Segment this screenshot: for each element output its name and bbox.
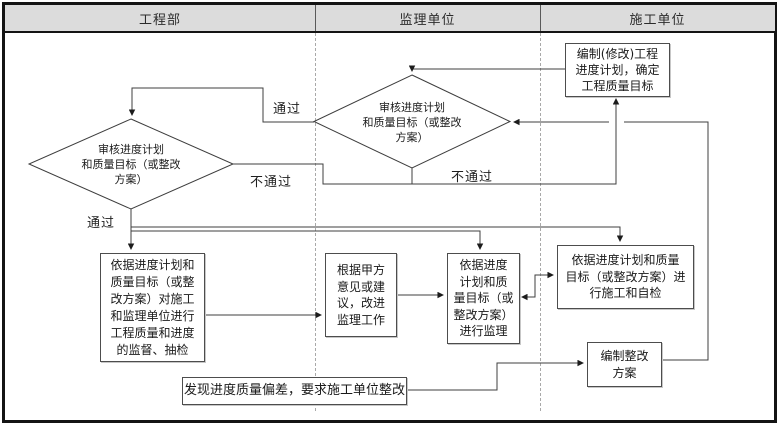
node-advice: 根据甲方 意见或建 议，改进 监理工作 (325, 253, 397, 337)
connector-branch-to-construct (131, 226, 624, 242)
swimlane-header: 工程部 监理单位 施工单位 (5, 5, 775, 33)
lane-divider-2 (540, 33, 541, 411)
connector-pass-to-dept-review (128, 87, 314, 123)
decision-dept-label: 审核进度计划 和质量目标（或整改 方案） (81, 142, 181, 186)
connector-rectify-up (624, 121, 709, 361)
decision-diamond-dept (27, 118, 235, 210)
connector-branch-to-supervise-per-plan (131, 230, 484, 250)
node-deviation: 发现进度质量偏差，要求施工单位整改 (182, 377, 407, 405)
node-supervise: 依据进度计划和 质量目标（或整 改方案）对施工 和监理单位进行 工程质量和进度 … (100, 253, 205, 362)
header-divider-2 (540, 5, 541, 31)
connector-deviation-to-rectify (405, 359, 584, 391)
connector-layer (27, 65, 709, 391)
connector-supervise-construct-mutual (521, 271, 554, 301)
lane-divider-1 (315, 33, 316, 411)
edge-label-fail-mid: 不通过 (451, 170, 494, 185)
edge-label-pass-bottom: 通过 (87, 216, 116, 231)
flowchart-canvas: 工程部 监理单位 施工单位 (5, 5, 775, 420)
header-divider-1 (315, 5, 316, 31)
node-supervise-per-plan: 依据进度 计划和质 量目标（或 整改方案） 进行监理 (447, 253, 520, 344)
edge-label-fail-left: 不通过 (250, 175, 293, 190)
connector-fail-to-plan (233, 98, 620, 185)
node-plan: 编制(修改)工程 进度计划，确定 工程质量目标 (565, 43, 670, 97)
lane-header-supervision-unit: 监理单位 (399, 12, 456, 28)
lane-header-construction-unit: 施工单位 (629, 12, 686, 28)
decision-diamond-supervisor (312, 74, 512, 169)
node-construct: 依据进度计划和质量 目标（或整改方案）进 行施工和自检 (557, 245, 694, 309)
decision-supervisor-label: 审核进度计划 和质量目标（或整改 方案） (362, 100, 462, 144)
node-rectify: 编制整改 方案 (587, 342, 662, 387)
lane-header-engineering-dept: 工程部 (138, 12, 181, 28)
edge-label-pass-top: 通过 (273, 102, 302, 117)
connector-plan-to-supervisor-review (408, 65, 565, 72)
